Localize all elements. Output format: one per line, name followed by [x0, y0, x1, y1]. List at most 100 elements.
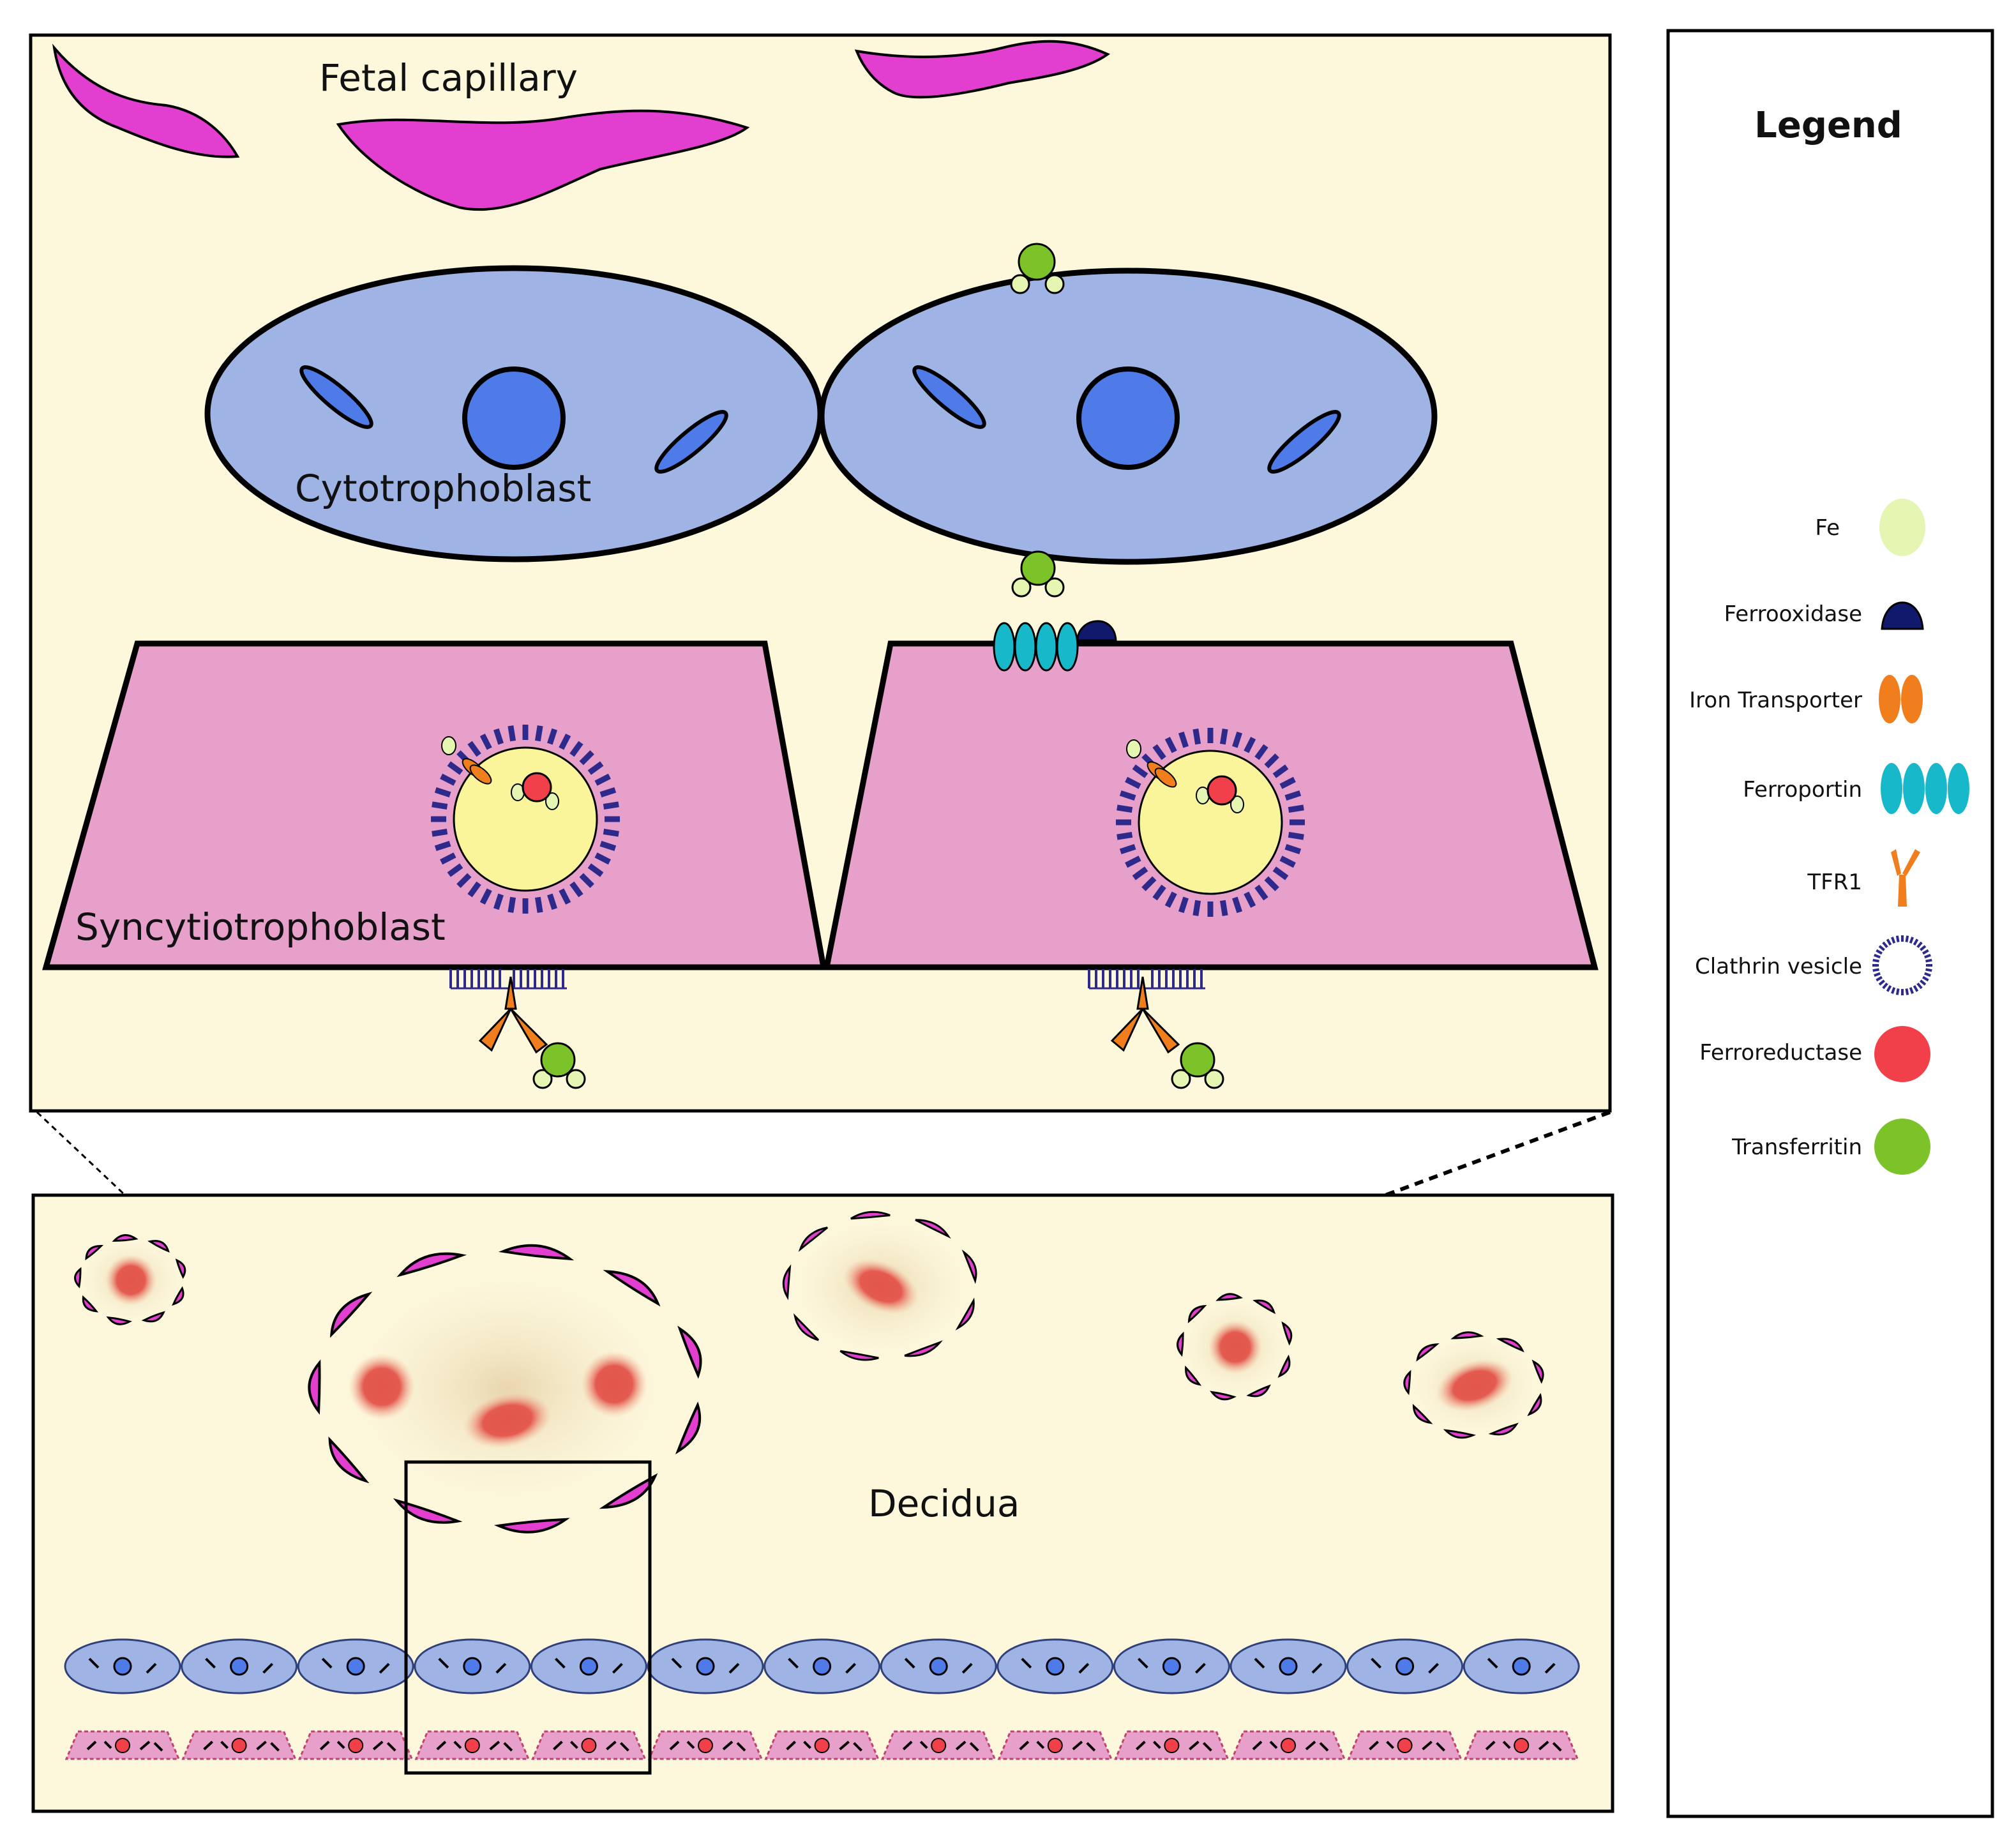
mini-cytotrophoblast	[414, 1638, 531, 1694]
mini-organelle	[88, 1657, 100, 1669]
clathrin-icon-segment	[1916, 983, 1923, 990]
clathrin-coat-segment	[587, 761, 604, 775]
mini-organelle	[1502, 1740, 1511, 1749]
mini-organelle	[1485, 1740, 1496, 1751]
mini-cytotrophoblast	[1113, 1638, 1230, 1694]
mini-organelle	[1078, 1663, 1090, 1674]
clathrin-vesicle-icon	[1872, 935, 1932, 995]
zoom-region-box	[404, 1460, 652, 1775]
vessel-wall-segment	[74, 1267, 82, 1288]
clathrin-pit-left	[449, 969, 567, 990]
mini-syncytiotrophoblast	[1463, 1730, 1579, 1760]
syncytiotrophoblast-label: Syncytiotrophoblast	[75, 905, 446, 949]
mini-organelle	[1552, 1742, 1562, 1752]
vessel-wall-segment	[329, 1292, 373, 1338]
blood-cell-3	[463, 1392, 552, 1449]
fe-icon	[1879, 499, 1925, 556]
clathrin-coat-segment	[579, 873, 594, 888]
clathrin-icon-segment	[1916, 941, 1923, 948]
clathrin-icon-segment	[1909, 937, 1914, 944]
vessel-wall-segment	[1187, 1304, 1207, 1323]
mini-vesicle	[931, 1738, 947, 1753]
clathrin-icon-segment	[1922, 976, 1929, 982]
vessel-wall-segment	[1531, 1359, 1544, 1384]
mini-organelle	[1269, 1740, 1278, 1749]
cytotrophoblast-row	[64, 1638, 1580, 1694]
tfr1-icon	[1891, 849, 1920, 907]
clathrin-coat-segment	[479, 734, 492, 750]
fe	[441, 736, 456, 755]
clathrin-icon-segment	[1920, 945, 1927, 951]
clathrin-icon-core	[1877, 940, 1928, 991]
fetal-capillaries	[52, 40, 1110, 211]
clathrin-coat-segment	[534, 896, 543, 913]
mini-organelle	[103, 1740, 112, 1749]
transferrin-bottom-left	[532, 1042, 586, 1089]
mini-syncytiotrophoblast	[1114, 1730, 1230, 1760]
mini-organelle	[386, 1742, 396, 1752]
mini-vesicle	[1281, 1738, 1296, 1753]
clathrin-coat-segment	[493, 728, 504, 745]
fetal-capillary-3	[854, 40, 1110, 99]
transferrin-icon	[1874, 1119, 1930, 1175]
mini-organelle	[904, 1657, 915, 1669]
mini-organelle	[1487, 1657, 1498, 1669]
mini-cytotrophoblast	[997, 1638, 1114, 1694]
ferroreductase-icon	[1874, 1026, 1930, 1082]
mini-syncytiotrophoblast	[531, 1730, 647, 1760]
vessel-wall-segment	[308, 1359, 321, 1415]
mini-organelle	[146, 1663, 157, 1674]
vessel-wall-segment	[141, 1311, 165, 1323]
clathrin-coat-segment	[603, 801, 619, 810]
vessel-wall-segment	[599, 1473, 658, 1509]
mini-organelle	[728, 1663, 740, 1674]
legend-label-ferroreductase: Ferroreductase	[1699, 1040, 1862, 1066]
legend-label-tfr1: TFR1	[1807, 870, 1862, 895]
mini-vesicle	[464, 1738, 480, 1753]
clathrin-icon-segment	[1876, 949, 1883, 955]
clathrin-pit-right	[1088, 969, 1205, 990]
clathrin-coat-segment	[1152, 884, 1166, 901]
mini-organelle	[86, 1740, 97, 1751]
blood-cell	[1208, 1320, 1262, 1374]
clathrin-coat-segment	[1272, 764, 1289, 778]
clathrin-coat-segment	[1284, 844, 1302, 855]
vessel-wall-segment	[393, 1498, 463, 1524]
mini-organelle	[736, 1742, 746, 1752]
clathrin-icon-segment	[1882, 941, 1888, 948]
clathrin-icon-segment	[1876, 976, 1883, 982]
clathrin-icon-segment	[1924, 954, 1931, 959]
vessel-wall-segment	[1443, 1429, 1477, 1439]
clathrin-coat-segment	[599, 787, 617, 797]
clathrin-coat-segment	[1164, 737, 1177, 753]
mini-organelle	[569, 1740, 578, 1749]
clathrin-icon-segment	[1872, 968, 1879, 972]
clathrin-coat-segment	[1264, 753, 1279, 769]
clathrin-coat-segment	[534, 725, 543, 742]
mini-organelle	[205, 1657, 216, 1669]
mini-organelle	[919, 1740, 928, 1749]
vessel-wall-segment	[603, 1270, 661, 1307]
mini-organelle	[256, 1740, 267, 1751]
clathrin-coat-segment	[1264, 876, 1279, 891]
legend-title: Legend	[1754, 105, 1902, 146]
mini-cytotrophoblast	[764, 1638, 881, 1694]
mini-nucleus	[1046, 1657, 1065, 1676]
mini-organelle	[786, 1740, 796, 1751]
mini-cytotrophoblast	[297, 1638, 414, 1694]
vessel-wall-segment	[1210, 1391, 1237, 1401]
mini-cytotrophoblast	[1230, 1638, 1347, 1694]
mini-cytotrophoblast	[530, 1638, 647, 1694]
clathrin-icon-segment	[1895, 935, 1900, 942]
mini-organelle	[788, 1657, 799, 1669]
ferroportin-membrane	[993, 622, 1079, 672]
small-vessel	[1400, 1328, 1549, 1443]
mini-organelle	[1072, 1740, 1083, 1751]
vessel-wall-segment	[175, 1258, 186, 1279]
clathrin-coat-segment	[1178, 731, 1189, 748]
clathrin-coat-segment	[1284, 790, 1302, 801]
vessel-wall-segment	[793, 1313, 820, 1341]
clathrin-coat-segment	[1244, 891, 1256, 908]
mini-syncytiotrophoblast	[414, 1730, 530, 1760]
tfr1-left	[478, 976, 548, 1054]
